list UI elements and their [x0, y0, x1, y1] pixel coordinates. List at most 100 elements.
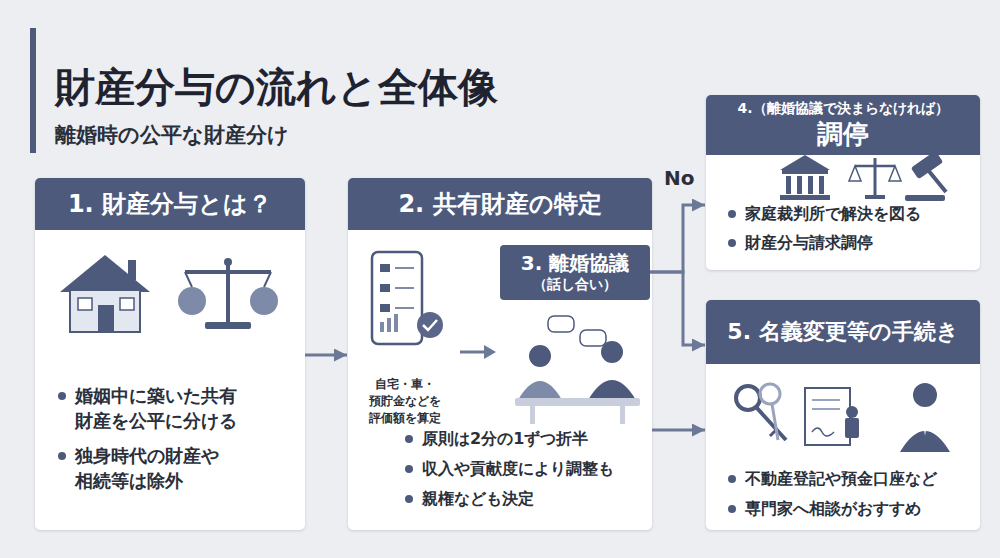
signature: [812, 428, 834, 436]
header-band: 2. 共有財産の特定: [348, 178, 652, 230]
step-box: 4.（離婚協議で決まらなければ）調停家庭裁判所で解決を図る財産分与請求調停: [706, 95, 980, 270]
person-body: [518, 381, 562, 400]
bank-column: [819, 176, 824, 194]
bullet-row: 原則は2分の1ずつ折半: [405, 428, 645, 450]
box-heading: 2. 共有財産の特定: [398, 189, 601, 219]
money-bag: [250, 287, 278, 315]
person-head: [529, 345, 551, 367]
bank-base: [780, 195, 830, 200]
bank-roof: [780, 155, 830, 170]
tablet-bar: [387, 318, 391, 332]
step-tab: 3. 離婚協議（話し合い）: [500, 245, 650, 300]
document: [805, 388, 850, 445]
tablet-icon-car: [380, 284, 390, 292]
table: [515, 398, 640, 406]
door: [98, 305, 114, 332]
step-box: 1. 財産分与とは？ 婚姻中に築いた共有 財産を公平に分ける独身時代の財産や 相続…: [35, 178, 305, 530]
tablet-icon-home: [380, 264, 390, 272]
connector-arrow: [650, 272, 705, 345]
check-mark: [423, 320, 437, 330]
bullet-dot: [405, 495, 413, 503]
bullet-row: 収入や貢献度により調整も: [405, 458, 645, 480]
bullet-row: 独身時代の財産や 相続等は除外: [58, 443, 293, 493]
box-heading: 3. 離婚協議: [521, 251, 629, 276]
scale-pan: [849, 166, 861, 181]
bullet-dot: [728, 239, 736, 247]
gavel-block: [905, 195, 945, 201]
bullet-text: 収入や貢献度により調整も: [422, 458, 614, 480]
bullet-text: 婚姻中に築いた共有 財産を公平に分ける: [75, 383, 293, 433]
person-head: [913, 383, 937, 407]
person-head: [601, 341, 623, 363]
tablet-bar: [394, 314, 398, 332]
scale-post: [226, 262, 230, 322]
key-shaft: [756, 407, 786, 440]
bullet-dot: [728, 475, 736, 483]
box-heading: 1. 財産分与とは？: [68, 189, 272, 219]
table-leg: [530, 406, 535, 424]
bullet-dot: [405, 465, 413, 473]
house-icon: [60, 255, 150, 332]
connector-arrow: [652, 429, 705, 432]
house-wall: [70, 290, 140, 332]
window: [120, 298, 134, 310]
scale-icon: [178, 258, 278, 329]
bullet-row: 婚姻中に築いた共有 財産を公平に分ける: [58, 383, 293, 433]
chimney: [128, 260, 136, 280]
bullet-row: 専門家へ相談がおすすめ: [728, 498, 973, 520]
arrow-head: [484, 345, 496, 359]
person-body: [900, 431, 950, 452]
header-band: 5. 名義変更等の手続き: [706, 300, 980, 364]
subtitle: 離婚時の公平な財産分け: [55, 121, 289, 149]
tablet-line: [395, 267, 414, 269]
inner-arrow: [460, 345, 496, 359]
tablet-icon: [372, 252, 443, 344]
stamp-handle: [846, 406, 858, 418]
document-line: [812, 399, 840, 401]
bullet-dot: [58, 452, 66, 460]
scale-pan: [889, 166, 901, 181]
window: [78, 298, 92, 310]
bullet-text: 原則は2分の1ずつ折半: [422, 428, 588, 450]
bullet-text: 親権なども決定: [422, 488, 534, 510]
box-heading: 調停: [817, 118, 869, 151]
scale-post: [874, 158, 877, 196]
bullet-row: 不動産登記や預金口座など: [728, 468, 973, 490]
key-tooth: [770, 430, 776, 436]
speech-bubble: [580, 330, 606, 346]
key-shaft: [772, 404, 778, 440]
box-heading: （話し合い）: [533, 276, 617, 294]
tablet-bar: [380, 322, 384, 332]
bullet-text: 財産分与請求調停: [745, 232, 873, 254]
gavel-head: [911, 151, 944, 180]
header-band: 1. 財産分与とは？: [35, 178, 305, 230]
key-ring: [760, 384, 780, 404]
step-box: 2. 共有財産の特定自宅・車・ 預貯金などを 評価額を算定原則は2分の1ずつ折半…: [348, 178, 652, 530]
roof: [60, 255, 150, 292]
bullet-dot: [728, 505, 736, 513]
bullet-row: 親権なども決定: [405, 488, 645, 510]
bank-beam: [782, 170, 828, 174]
bullet-text: 家庭裁判所で解決を図る: [745, 203, 921, 225]
scale-knob: [224, 258, 232, 266]
bullet-dot: [405, 435, 413, 443]
box-heading: 5. 名義変更等の手続き: [727, 318, 958, 346]
tablet-line: [395, 307, 414, 309]
bank-column: [786, 176, 791, 194]
scale-string: [264, 272, 271, 287]
bank-column: [808, 176, 813, 194]
money-bag: [178, 287, 206, 315]
gavel-handle: [928, 170, 946, 192]
tablet-frame: [372, 252, 422, 344]
bullet-row: 財産分与請求調停: [728, 232, 973, 254]
person-tie: [922, 414, 928, 436]
bullet-text: 独身時代の財産や 相続等は除外: [75, 443, 293, 493]
header-band: 4.（離婚協議で決まらなければ）調停: [706, 95, 980, 155]
caption-text: 自宅・車・ 預貯金などを 評価額を算定: [355, 376, 455, 426]
key-ring: [736, 386, 760, 410]
speech-bubble: [548, 316, 574, 332]
bullet-text: 不動産登記や預金口座など: [745, 468, 937, 490]
scale-base: [865, 195, 885, 199]
procedure-icons: [736, 383, 950, 452]
